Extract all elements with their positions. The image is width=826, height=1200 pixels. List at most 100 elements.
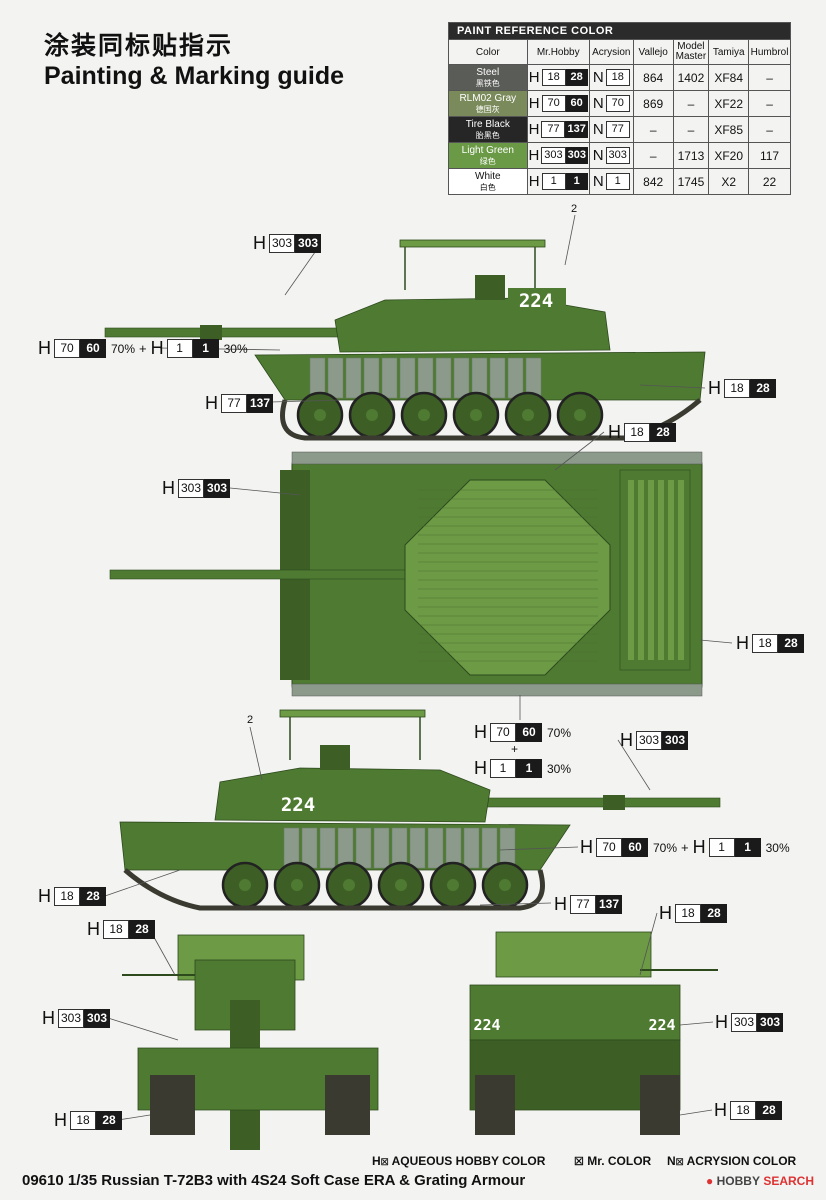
- humbrol-cell: –: [748, 90, 791, 117]
- mr-color-code: 303: [84, 1009, 111, 1028]
- watermark-search: SEARCH: [763, 1174, 814, 1188]
- callout-rear-green: H 303 303: [715, 1012, 784, 1033]
- era-block: [489, 357, 506, 399]
- wheel-hub: [499, 879, 511, 891]
- mr-color-code: 28: [756, 1101, 782, 1120]
- mr-color-code: 137: [565, 121, 588, 138]
- gun-barrel: [104, 327, 356, 338]
- era-block: [381, 357, 398, 399]
- aqueous-code: 18: [103, 920, 129, 939]
- model-master-cell: 1745: [672, 168, 710, 195]
- leader-line: [107, 1017, 179, 1041]
- legend-h-label: H: [372, 1154, 381, 1168]
- callout-side1-hull: H 70 60 70% + H 1 1 30%: [38, 338, 248, 359]
- wheel-hub: [366, 409, 378, 421]
- mix-plus: +: [681, 840, 689, 855]
- mix-percent: 70%: [547, 725, 572, 740]
- callout-rear-steel-low: H 18 28: [714, 1100, 782, 1121]
- header-tamiya: Tamiya: [708, 39, 750, 65]
- aqueous-code: 303: [58, 1009, 85, 1028]
- aqueous-code: 1: [490, 759, 516, 778]
- hobby-prefix: H: [474, 758, 487, 778]
- mr-color-code: 28: [80, 887, 106, 906]
- era-block: [427, 827, 444, 869]
- callout-front-green: H 303 303: [42, 1008, 111, 1029]
- aqueous-code: 77: [541, 121, 566, 138]
- leader-line: [554, 431, 605, 471]
- mr-color-code: 28: [129, 920, 155, 939]
- callout-front-steel-low: H 18 28: [54, 1110, 122, 1131]
- mr-color-code: 28: [701, 904, 727, 923]
- turret-number-plate: [508, 288, 566, 312]
- wheel-hub: [447, 879, 459, 891]
- header-color: Color: [448, 39, 528, 65]
- rear-track-right: [640, 1075, 680, 1135]
- aqueous-code: 70: [541, 95, 566, 112]
- paint-reference-table: PAINT REFERENCE COLOR Color Mr.Hobby Acr…: [448, 22, 791, 195]
- acrysion-code: 303: [605, 147, 630, 164]
- mr-color-code: 1: [565, 173, 588, 190]
- callout-top-steel: H 18 28: [608, 422, 676, 443]
- leader-line: [639, 912, 658, 976]
- leader-line: [284, 244, 321, 296]
- callout-top-steel2: H 18 28: [736, 633, 804, 654]
- front-track-right: [325, 1075, 370, 1135]
- mr-color-code: 28: [96, 1111, 122, 1130]
- humbrol-cell: –: [748, 64, 791, 91]
- mr-color-code: 303: [565, 147, 588, 164]
- legend-mr-color: ☒ Mr. COLOR: [574, 1154, 652, 1168]
- leader-line: [117, 1114, 151, 1121]
- aqueous-code: 18: [675, 904, 701, 923]
- callout-side2-green: H 303 303: [620, 730, 689, 751]
- mr-color-code: 60: [516, 723, 542, 742]
- turret-top: [404, 479, 611, 676]
- mr-color-code: 137: [596, 895, 623, 914]
- era-block: [355, 827, 372, 869]
- wheel-hub: [239, 879, 251, 891]
- mix-percent: 70%: [653, 840, 678, 855]
- mix-percent: 70%: [111, 341, 136, 356]
- aqueous-code: 70: [490, 723, 516, 742]
- color-name-cn: 绿色: [479, 156, 496, 166]
- hobby-prefix: H: [554, 894, 567, 914]
- roof-cage: [279, 709, 426, 718]
- leader-line: [617, 739, 651, 791]
- hobby-prefix: H: [87, 919, 100, 939]
- table-header-row: Color Mr.Hobby Acrysion Vallejo Model Ma…: [448, 39, 791, 65]
- aqueous-code: 18: [730, 1101, 756, 1120]
- wheel-hub: [314, 409, 326, 421]
- mr-color-code: 28: [778, 634, 804, 653]
- watermark-brand: HOBBY: [716, 1174, 760, 1188]
- aqueous-code: 1: [541, 173, 566, 190]
- hobby-prefix: H: [736, 633, 749, 653]
- hobby-prefix: H: [659, 903, 672, 923]
- ref-number: 2: [571, 203, 578, 215]
- leader-line: [679, 1109, 713, 1116]
- color-name-en: RLM02 Gray: [459, 92, 517, 104]
- header-acrysion: Acrysion: [588, 39, 634, 65]
- hobby-prefix: H: [38, 886, 51, 906]
- callout-side1-tire: H 77 137: [205, 393, 274, 414]
- mr-color-code: 303: [757, 1013, 784, 1032]
- tamiya-cell: XF22: [708, 90, 750, 117]
- wheel-hub: [291, 879, 303, 891]
- aqueous-code: 303: [269, 234, 296, 253]
- hobby-prefix: H: [253, 233, 266, 253]
- mr-color-code: 1: [516, 759, 542, 778]
- era-block: [435, 357, 452, 399]
- callout-side1-green: H 303 303: [253, 233, 322, 254]
- header-vallejo: Vallejo: [632, 39, 674, 65]
- tamiya-cell: X2: [708, 168, 750, 195]
- track: [123, 868, 545, 911]
- model-master-cell: –: [672, 116, 710, 143]
- era-block: [507, 357, 524, 399]
